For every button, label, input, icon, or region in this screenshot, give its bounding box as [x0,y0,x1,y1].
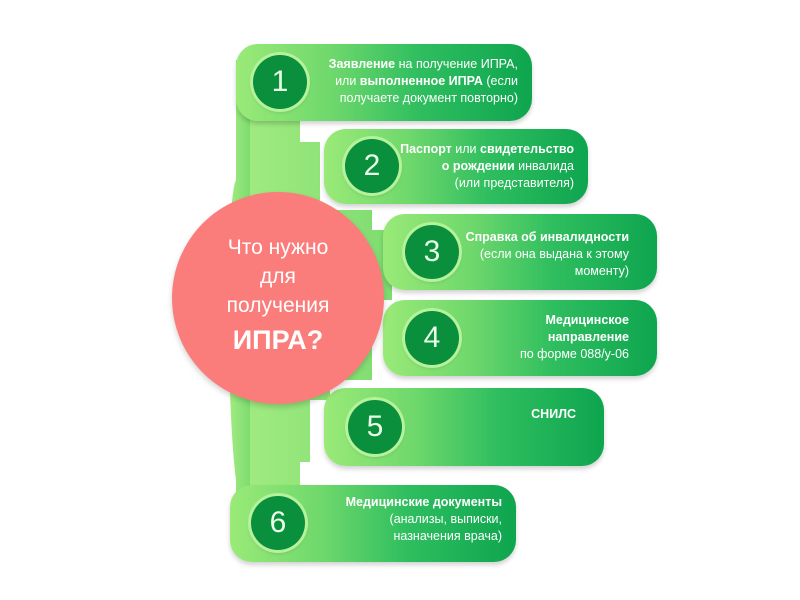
item-text: СНИЛС [456,406,576,423]
item-card-5: 5 СНИЛС [324,388,604,466]
item-text-line: Медицинские документы [312,494,502,511]
center-line-3: получения [226,294,330,317]
item-text-run: Справка об инвалидности [465,230,629,244]
item-card-3: 3 Справка об инвалидности (если она выдан… [383,214,657,290]
item-text-line: моменту) [439,263,629,280]
item-text-run: (анализы, выписки, [389,512,502,526]
item-text-run: получаете документ повторно) [339,91,518,105]
center-line-2: для [260,265,296,288]
item-text: Медицинское направление по форме 088/у-06 [449,312,629,363]
center-circle [172,192,384,404]
item-number-badge: 6 [251,496,305,550]
item-number-badge: 5 [348,400,402,454]
item-text-run: или [335,74,360,88]
item-text-line: по форме 088/у-06 [449,346,629,363]
item-text-run: (если [482,74,518,88]
item-text-run: или [451,142,481,156]
item-text-run: выполненное ИПРА [359,74,483,88]
item-text-run: на получение ИПРА, [395,57,518,71]
item-number-badge: 1 [253,55,307,109]
item-text-run: моменту) [574,264,629,278]
item-text-run: СНИЛС [531,407,576,421]
item-number-badge: 2 [345,139,399,193]
item-text: Медицинские документы (анализы, выписки, н… [312,494,502,545]
item-text-line: (или представителя) [394,175,574,192]
item-card-4: 4 Медицинское направление по форме 088/у-0… [383,300,657,376]
item-text-line: о рождении инвалида [394,158,574,175]
item-text-line: Заявление на получение ИПРА, [308,56,518,73]
item-text-line: направление [449,329,629,346]
item-text-line: назначения врача) [312,528,502,545]
item-card-6: 6 Медицинские документы (анализы, выписки… [230,485,516,562]
item-text-line: получаете документ повторно) [308,90,518,107]
item-text-run: Медицинские документы [345,495,502,509]
item-text-run: Паспорт [400,142,452,156]
item-text-run: (или представителя) [454,176,574,190]
item-text-run: по форме 088/у-06 [519,347,629,361]
item-text-line: (анализы, выписки, [312,511,502,528]
center-line-1: Что нужно [227,236,329,259]
item-text-run: Заявление [328,57,396,71]
item-text-run: (если она выдана к этому [479,247,629,261]
item-text-line: СНИЛС [456,406,576,423]
item-text-run: назначения врача) [393,529,502,543]
item-text-line: (если она выдана к этому [439,246,629,263]
item-card-1: 1 Заявление на получение ИПРА,или выполн… [236,44,532,121]
item-text-line: Справка об инвалидности [439,229,629,246]
center-question: Что нужно для получения ИПРА? [172,233,384,360]
item-text-run: инвалида [514,159,574,173]
item-number-badge: 4 [405,311,459,365]
item-text: Заявление на получение ИПРА,или выполнен… [308,56,518,107]
item-text-run: свидетельство [480,142,574,156]
item-text-run: направление [547,330,629,344]
item-text-line: Медицинское [449,312,629,329]
item-text-run: Медицинское [545,313,629,327]
item-number-badge: 3 [405,225,459,279]
item-text-line: или выполненное ИПРА (если [308,73,518,90]
item-text-line: Паспорт или свидетельство [394,141,574,158]
item-text-run: о рождении [441,159,515,173]
center-line-4: ИПРА? [232,325,324,355]
item-text: Справка об инвалидности (если она выдана … [439,229,629,280]
